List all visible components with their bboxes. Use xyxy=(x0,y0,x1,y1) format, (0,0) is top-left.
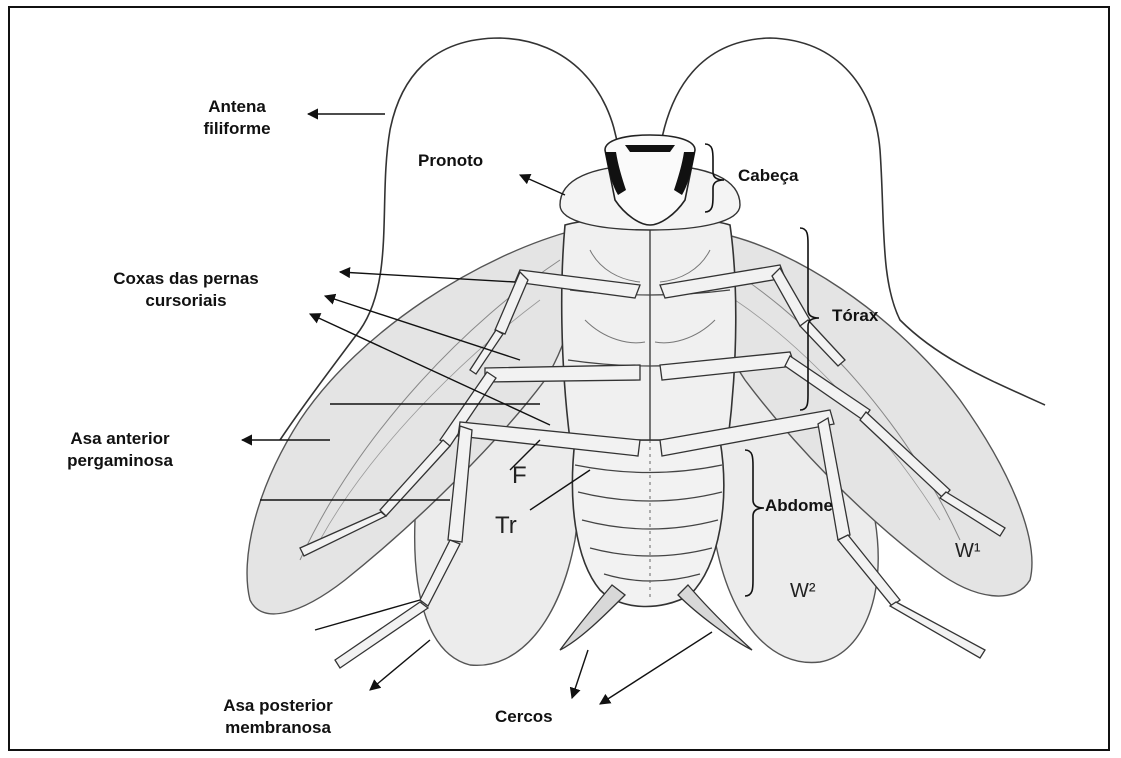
label-asa-posterior-line1: Asa posterior xyxy=(188,695,368,717)
abdomen xyxy=(572,440,723,606)
thorax xyxy=(562,218,736,441)
label-coxas-line1: Coxas das pernas xyxy=(96,268,276,290)
label-antena-filiforme: Antena filiforme xyxy=(182,96,292,140)
mark-w1: W¹ xyxy=(955,540,981,563)
label-cercos-text: Cercos xyxy=(495,707,553,726)
label-coxas: Coxas das pernas cursoriais xyxy=(96,268,276,312)
label-abdome: Abdome xyxy=(765,495,833,517)
label-coxas-line2: cursoriais xyxy=(96,290,276,312)
mark-f: F xyxy=(512,462,527,490)
label-cabeca: Cabeça xyxy=(738,165,798,187)
label-torax: Tórax xyxy=(832,305,878,327)
label-asa-anterior-line2: pergaminosa xyxy=(22,450,218,472)
mark-tr: Tr xyxy=(495,512,517,540)
label-asa-posterior-line2: membranosa xyxy=(188,717,368,739)
label-cercos: Cercos xyxy=(495,706,553,728)
label-asa-anterior-line1: Asa anterior xyxy=(22,428,218,450)
label-asa-anterior: Asa anterior pergaminosa xyxy=(22,428,218,472)
label-antena-line2: filiforme xyxy=(182,118,292,140)
label-pronoto: Pronoto xyxy=(418,150,483,172)
mark-w2: W² xyxy=(790,580,816,603)
label-pronoto-text: Pronoto xyxy=(418,151,483,170)
label-asa-posterior: Asa posterior membranosa xyxy=(188,695,368,739)
label-cabeca-text: Cabeça xyxy=(738,166,798,185)
label-torax-text: Tórax xyxy=(832,306,878,325)
label-abdome-text: Abdome xyxy=(765,496,833,515)
label-antena-line1: Antena xyxy=(182,96,292,118)
